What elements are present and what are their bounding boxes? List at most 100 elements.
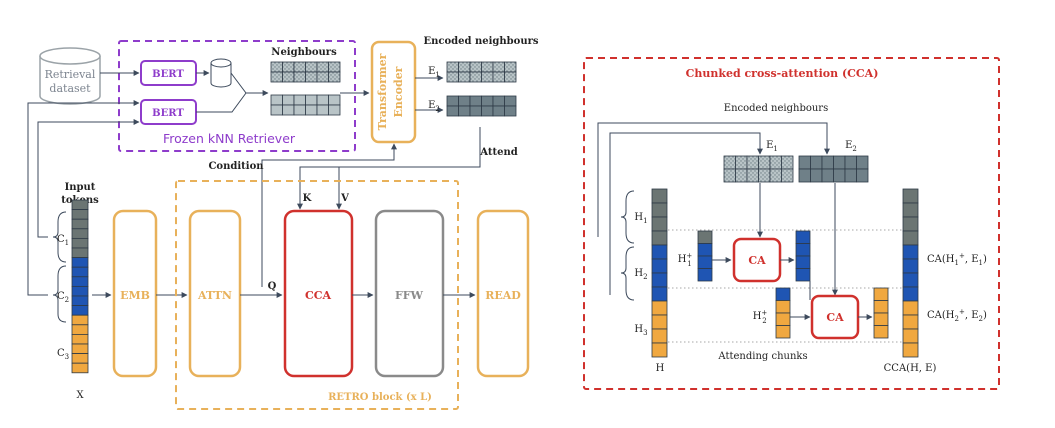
input-token-cell [71,218,89,230]
h-token-cell [651,342,668,358]
ca-label-1: CA [748,254,766,267]
ca-output-cell [795,268,811,282]
h-token-cell [651,300,668,316]
encoded-neighbour-cell [781,168,794,183]
ffw-box [374,209,445,378]
neighbour-cell [316,104,329,116]
cca-output-cell [902,230,919,246]
h2-plus-cell [775,312,791,326]
encoded-neighbour-cell [504,95,517,107]
neighbour-cell [282,61,295,73]
h1-plus-label: H+1 [678,252,693,268]
cca-label: CCA [305,289,332,302]
neighbour-cell [328,94,341,106]
neighbour-cell [305,104,318,116]
h-token-cell [651,258,668,274]
neighbour-cell [328,61,341,73]
encoded-neighbour-cell [492,95,505,107]
input-token-cell [71,295,89,307]
h-token-cell [651,244,668,260]
encoded-neighbour-cell [446,71,459,83]
encoded-neighbour-cell [856,155,869,170]
cca-output-cell [902,328,919,344]
encoded-neighbour-cell [844,155,857,170]
encoded-neighbour-cell [833,155,846,170]
encoded-neighbour-cell [746,168,759,183]
h-token-column [651,188,668,358]
h1-label: H1 [634,212,647,225]
encoded-neighbour-cell [758,155,771,170]
h-plus-chunks [697,230,791,339]
neighbour-cell [305,71,318,83]
encoded-neighbour-cell [446,105,459,117]
encoded-neighbour-cell [798,168,811,183]
encoded-neighbour-cell [504,71,517,83]
ca-output-cell [873,312,889,326]
encoded-neighbour-cell [504,105,517,117]
encoded-neighbour-cell [758,168,771,183]
input-token-cell [71,285,89,297]
cca-panel-title: Chunked cross-attention (CCA) [686,67,879,80]
retro-block-box [175,180,459,410]
input-token-cell [71,228,89,239]
encoded-neighbour-cell [446,95,459,107]
encoded-neighbour-cell [481,95,494,107]
h3-label: H3 [634,324,647,337]
transformer-encoder-label-2: Encoder [392,66,405,117]
encoded-neighbour-cell [769,155,782,170]
attend-label: Attend [479,147,517,158]
h2-plus-cell [775,300,791,314]
c1-label: C1 [57,234,69,247]
input-token-column [71,199,89,374]
h-token-cell [651,314,668,330]
attending-chunks-label: Attending chunks [717,351,807,362]
brace-c1 [52,211,67,263]
brace-h2 [620,246,635,301]
input-token-cell [71,324,89,335]
retro-block-label: RETRO block (x L) [328,392,432,403]
input-token-cell [71,209,89,220]
encoded-neighbour-cell [481,71,494,83]
k-label: K [303,193,312,204]
h1-plus-cell [697,255,713,269]
cca-output-cell [902,272,919,288]
retrieval-dataset-label-1: Retrieval [45,68,96,81]
encoded-neighbour-cell [492,71,505,83]
neighbour-cell [270,94,283,106]
ca-output-chunks [795,230,889,339]
encoded-neighbour-cell [723,155,736,170]
neighbour-cell [282,94,295,106]
h-token-cell [651,328,668,344]
h1-plus-cell [697,243,713,257]
input-token-cell [71,343,89,355]
x-label: X [76,390,84,401]
neighbour-cell [293,71,306,83]
neighbour-cell [270,104,283,116]
h-label: H [656,363,665,374]
ca-output-cell [795,255,811,269]
encoded-neighbour-cell [810,155,823,170]
v-label: V [340,193,349,204]
frozen-retriever-label: Frozen kNN Retriever [163,131,296,146]
cca-output-cell [902,202,919,218]
cca-output-cell [902,216,919,232]
input-token-cell [71,333,89,345]
frozen-retriever-box [118,40,356,152]
encoded-neighbour-cell [735,168,748,183]
e1-label-right: E1 [766,140,778,153]
encoded-neighbour-cell [769,168,782,183]
input-token-cell [71,362,89,374]
read-box [476,209,530,378]
h-token-cell [651,272,668,288]
cca-output-cell [902,342,919,358]
neighbour-cell [293,104,306,116]
encoded-neighbour-cell [746,155,759,170]
bert-label-1: BERT [152,69,184,80]
encoded-neighbour-cell [481,105,494,117]
h1-plus-cell [697,268,713,282]
output-label-2: CA(H2+, E2) [927,308,987,323]
ca-output-cell [873,325,889,339]
ca-output-cell [873,300,889,314]
neighbour-cell [282,104,295,116]
